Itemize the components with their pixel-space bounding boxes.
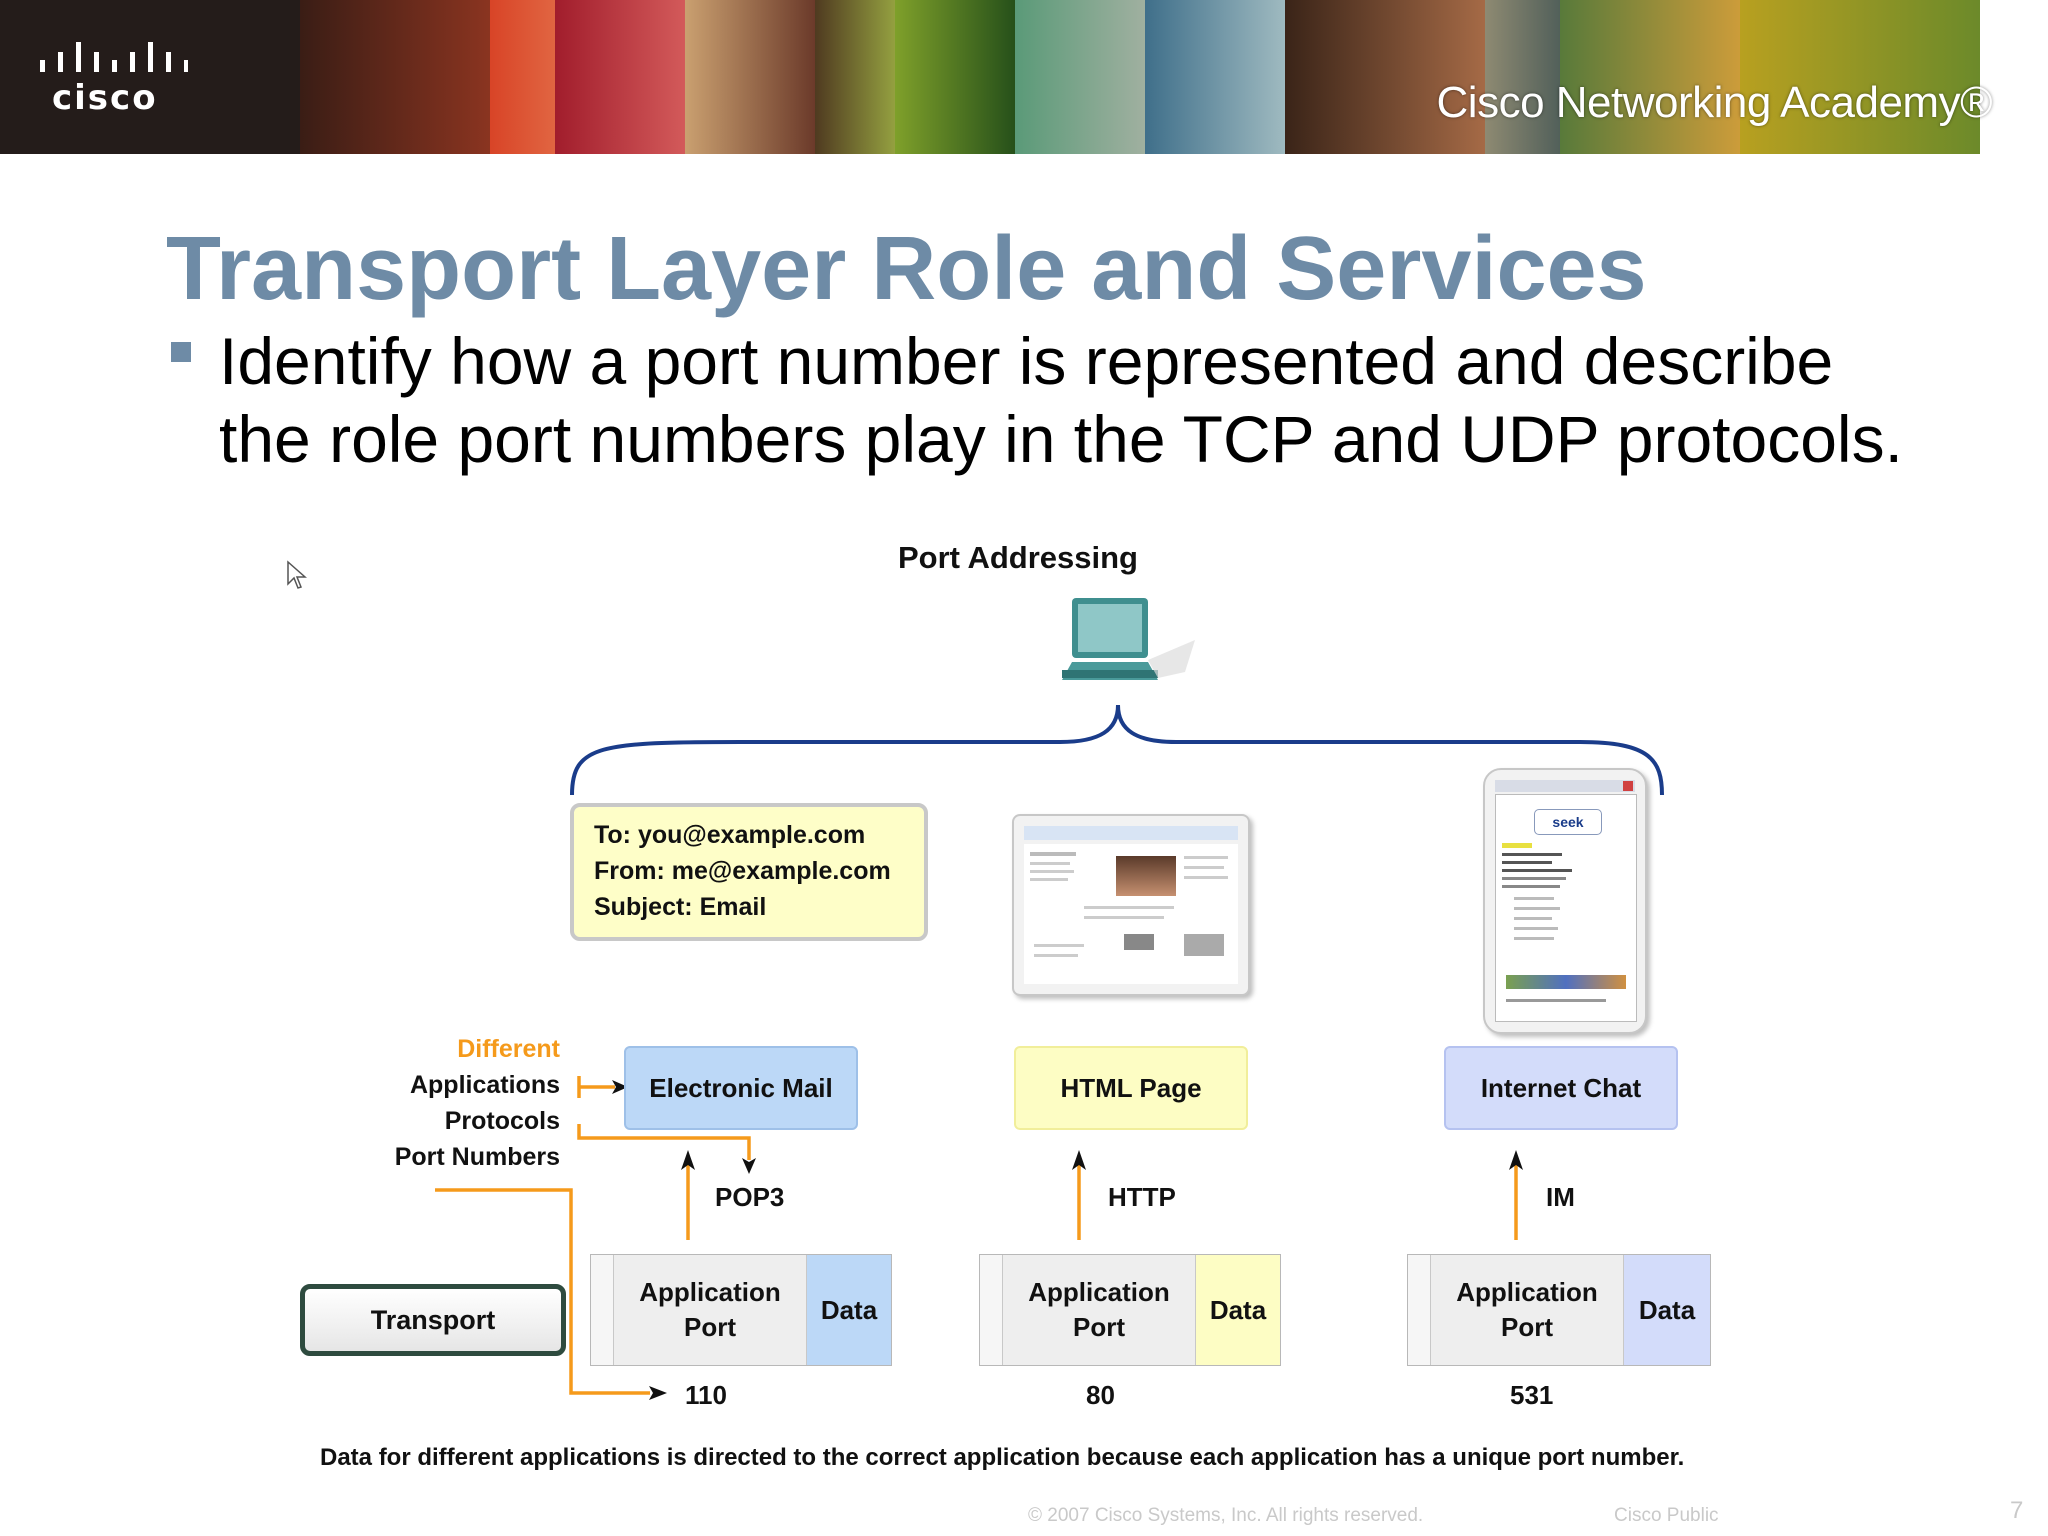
protocol-label-chat: IM [1546,1182,1575,1212]
banner-photo-strip [1485,0,1560,154]
academy-name: Cisco Networking Academy® [1436,78,1993,127]
arrowhead [1072,1150,1086,1170]
application-port-label: Application Port [1456,1277,1598,1342]
mouse-cursor-icon [287,560,307,589]
protocol-connector [577,1124,751,1160]
bullet-marker [171,342,191,362]
legend-protocols: Protocols [444,1107,560,1135]
banner-photo-strip [1740,0,1980,154]
email-to: To: you@example.com [594,821,866,849]
arrowhead [649,1386,667,1400]
protocol-label-html: HTTP [1108,1182,1176,1212]
copyright: © 2007 Cisco Systems, Inc. All rights re… [1028,1505,1424,1526]
banner-photo-strip [815,0,895,154]
legend-different: Different [457,1035,560,1063]
cisco-wordmark: cisco [52,78,158,118]
arrowhead [742,1158,756,1174]
banner-photo-strip [1015,0,1145,154]
email-subject: Subject: Email [594,893,767,921]
email-preview: To: you@example.com From: me@example.com… [570,803,928,941]
page-number: 7 [2010,1497,2024,1524]
data-label: Data [1195,1255,1280,1365]
webpage-photo [1116,856,1176,896]
app-box-chat: Internet Chat [1444,1046,1678,1130]
banner-photo-strip [1560,0,1740,154]
banner-edge [1980,0,2048,154]
arrowhead [612,1080,628,1094]
banner-photo-strip [685,0,815,154]
banner-photo-strip [555,0,685,154]
protocol-label-email: POP3 [715,1182,785,1212]
banner-photo-strip [895,0,1015,154]
computer-icon [1062,598,1195,680]
banner-photo-strip [1285,0,1485,154]
application-port-label: Application Port [639,1277,781,1342]
cisco-logo: cisco [38,40,188,120]
banner-photo-strip [1145,0,1285,154]
bullet-text: Identify how a port number is represente… [219,324,1903,476]
segment-chat: Application Port Data [1407,1254,1711,1366]
legend-port-numbers: Port Numbers [394,1143,560,1171]
app-box-email: Electronic Mail [624,1046,858,1130]
data-label: Data [806,1255,891,1365]
grouping-brace [570,704,1664,796]
webpage-thumbnail [1012,814,1250,996]
chat-toolbar-icons [1506,975,1626,989]
email-from: From: me@example.com [594,857,891,885]
diagram-title: Port Addressing [898,540,1138,575]
port-number-chat: 531 [1510,1380,1554,1410]
transport-button[interactable]: Transport [300,1284,566,1356]
seek-logo: seek [1534,809,1602,835]
browser-page [1024,844,1238,984]
chat-titlebar [1495,780,1635,792]
segment-email: Application Port Data [590,1254,892,1366]
cisco-bars-icon [40,42,188,72]
app-box-html: HTML Page [1014,1046,1248,1130]
arrowhead [681,1150,695,1170]
chat-window: seek [1495,794,1637,1022]
close-icon [1623,781,1633,791]
port-number-connector [435,1188,650,1395]
classification-label: Cisco Public [1614,1505,1719,1526]
port-number-html: 80 [1086,1380,1115,1410]
header-banner: cisco Cisco Networking Academy® [0,0,2048,154]
port-number-email: 110 [685,1380,727,1410]
application-port-label: Application Port [1028,1277,1170,1342]
arrowhead [1509,1150,1523,1170]
diagram-caption: Data for different applications is direc… [320,1444,1685,1471]
browser-toolbar [1024,826,1238,840]
banner-photo-strip [300,0,490,154]
chat-thumbnail: seek [1483,768,1647,1034]
segment-html: Application Port Data [979,1254,1281,1366]
legend-applications: Applications [409,1071,560,1099]
slide-title: Transport Layer Role and Services [166,219,1647,319]
data-label: Data [1623,1255,1710,1365]
